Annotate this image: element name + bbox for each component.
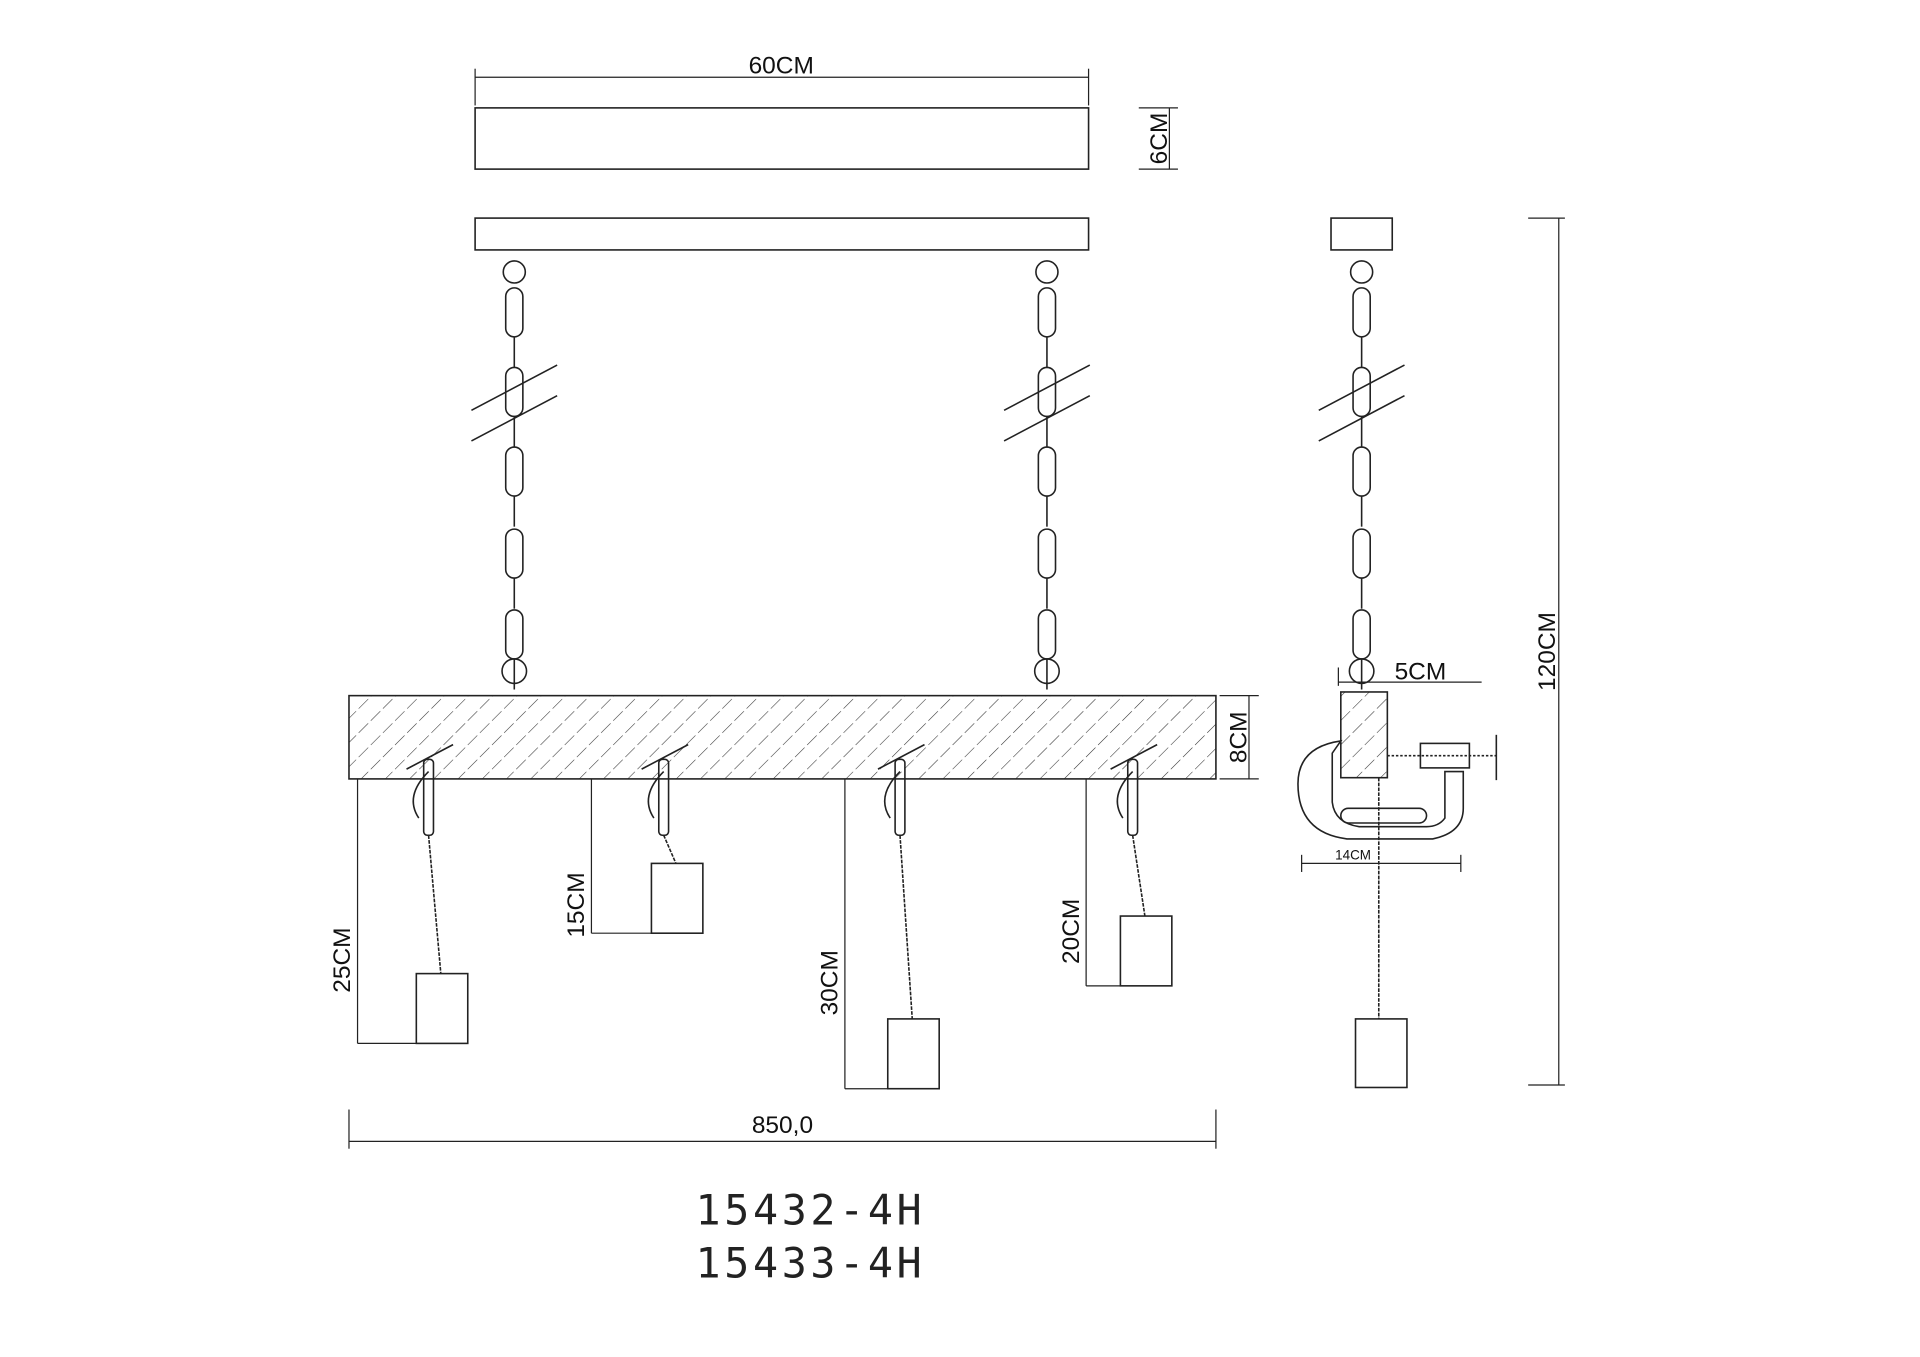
break-mark <box>1318 364 1405 412</box>
hook <box>406 743 454 770</box>
hook <box>877 743 925 770</box>
model-number-1: 15432-4H <box>696 1186 926 1235</box>
break-mark <box>471 364 558 412</box>
chain <box>471 260 558 690</box>
chain-link <box>504 446 524 497</box>
cable <box>662 834 677 864</box>
cable <box>1131 835 1146 917</box>
canopy-top-view: 60CM 6CM <box>474 53 1178 170</box>
clamp-body <box>1297 739 1465 840</box>
model-number-2: 15433-4H <box>696 1238 926 1287</box>
cable <box>427 835 442 974</box>
lamp-shade <box>886 1018 940 1090</box>
chain-link <box>1352 366 1371 418</box>
hook <box>641 743 689 770</box>
front-view: 8CM 25CM 15CM 30CM 20CM 850,0 <box>329 217 1259 1149</box>
lamp-shade <box>415 972 469 1045</box>
side-view: 5CM 14CM 120CM <box>1297 217 1565 1089</box>
chain-link <box>1352 446 1371 497</box>
canopy-height-label: 6CM <box>1146 113 1173 165</box>
break-mark <box>1003 364 1091 412</box>
lamp-shade <box>1119 915 1173 987</box>
clamp-width-label: 14CM <box>1335 848 1371 863</box>
chain-link <box>504 528 524 579</box>
break-mark <box>1003 394 1091 442</box>
chain-link <box>1352 609 1371 660</box>
beam-depth-label: 5CM <box>1395 659 1447 686</box>
break-mark <box>471 394 558 442</box>
chain-link <box>1037 609 1057 660</box>
chain-link <box>504 366 524 418</box>
pendant-lamp: 25CM <box>329 743 469 1045</box>
total-length-label: 850,0 <box>752 1112 813 1139</box>
chain-link <box>1352 287 1371 338</box>
chain <box>1003 260 1091 690</box>
chain-link <box>1352 528 1371 579</box>
chain-link <box>1037 287 1057 338</box>
canopy-width-label: 60CM <box>749 53 814 80</box>
drop-length-label: 25CM <box>329 927 356 992</box>
pendant-lamp: 20CM <box>1058 743 1173 987</box>
cable <box>899 835 914 1019</box>
chain-link <box>1037 446 1057 497</box>
drop-length-label: 30CM <box>817 950 844 1015</box>
lamp-shade <box>650 862 704 934</box>
chain-link <box>504 287 524 338</box>
drop-length-label: 20CM <box>1058 899 1085 964</box>
chain <box>1318 260 1405 690</box>
chain-link <box>504 609 524 660</box>
beam-section <box>1340 691 1389 779</box>
pendant-lamp: 15CM <box>563 743 704 938</box>
total-height-label: 120CM <box>1534 612 1561 691</box>
wooden-beam <box>348 694 1217 780</box>
chain-link <box>1037 366 1057 418</box>
pendant-lamp: 30CM <box>817 743 940 1090</box>
ceiling-plate <box>474 217 1090 251</box>
hook <box>1110 743 1158 770</box>
break-mark <box>1318 394 1405 442</box>
chain-link <box>1037 528 1057 579</box>
drop-length-label: 15CM <box>563 872 590 937</box>
beam-height-label: 8CM <box>1226 711 1253 763</box>
